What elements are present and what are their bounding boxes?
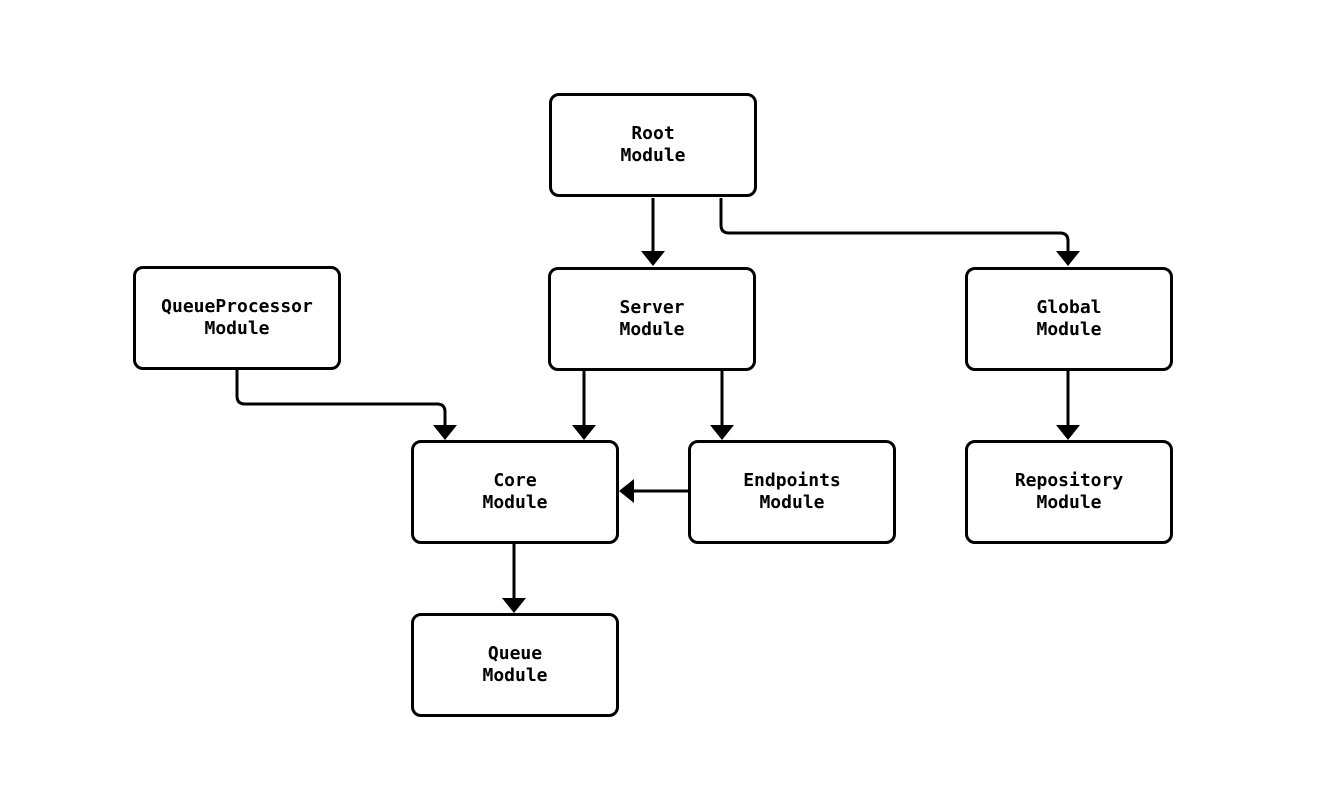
arrowhead-down-icon bbox=[572, 425, 596, 440]
arrowhead-down-icon bbox=[1056, 425, 1080, 440]
arrowhead-down-icon bbox=[502, 598, 526, 613]
node-global-module: Global Module bbox=[965, 267, 1173, 371]
node-core-module-label: Core Module bbox=[482, 470, 548, 513]
node-core-module: Core Module bbox=[411, 440, 619, 544]
edge-endpoints-to-core bbox=[619, 479, 688, 503]
node-global-module-label: Global Module bbox=[1036, 297, 1102, 340]
arrowhead-down-icon bbox=[710, 425, 734, 440]
edge-root-to-server bbox=[641, 198, 665, 266]
edge-global-to-repository bbox=[1056, 371, 1080, 440]
arrowhead-down-icon bbox=[433, 425, 457, 440]
node-repository-module-label: Repository Module bbox=[1014, 470, 1124, 513]
node-server-module: Server Module bbox=[548, 267, 756, 371]
node-endpoints-module-label: Endpoints Module bbox=[743, 470, 841, 513]
arrowhead-down-icon bbox=[1056, 251, 1080, 266]
node-queue-module: Queue Module bbox=[411, 613, 619, 717]
edge-queueprocessor-to-core bbox=[235, 370, 457, 440]
node-queue-module-label: Queue Module bbox=[482, 643, 548, 686]
node-server-module-label: Server Module bbox=[619, 297, 685, 340]
edge-core-to-queue bbox=[502, 544, 526, 613]
arrowhead-down-icon bbox=[641, 251, 665, 266]
edge-server-to-endpoints bbox=[710, 371, 734, 440]
node-root-module: Root Module bbox=[549, 93, 757, 197]
node-root-module-label: Root Module bbox=[620, 123, 686, 166]
edge-root-to-global bbox=[719, 198, 1080, 266]
arrowhead-left-icon bbox=[619, 479, 634, 503]
edge-server-to-core bbox=[572, 371, 596, 440]
node-endpoints-module: Endpoints Module bbox=[688, 440, 896, 544]
node-repository-module: Repository Module bbox=[965, 440, 1173, 544]
node-queueprocessor-module: QueueProcessor Module bbox=[133, 266, 341, 370]
node-queueprocessor-module-label: QueueProcessor Module bbox=[161, 296, 313, 339]
